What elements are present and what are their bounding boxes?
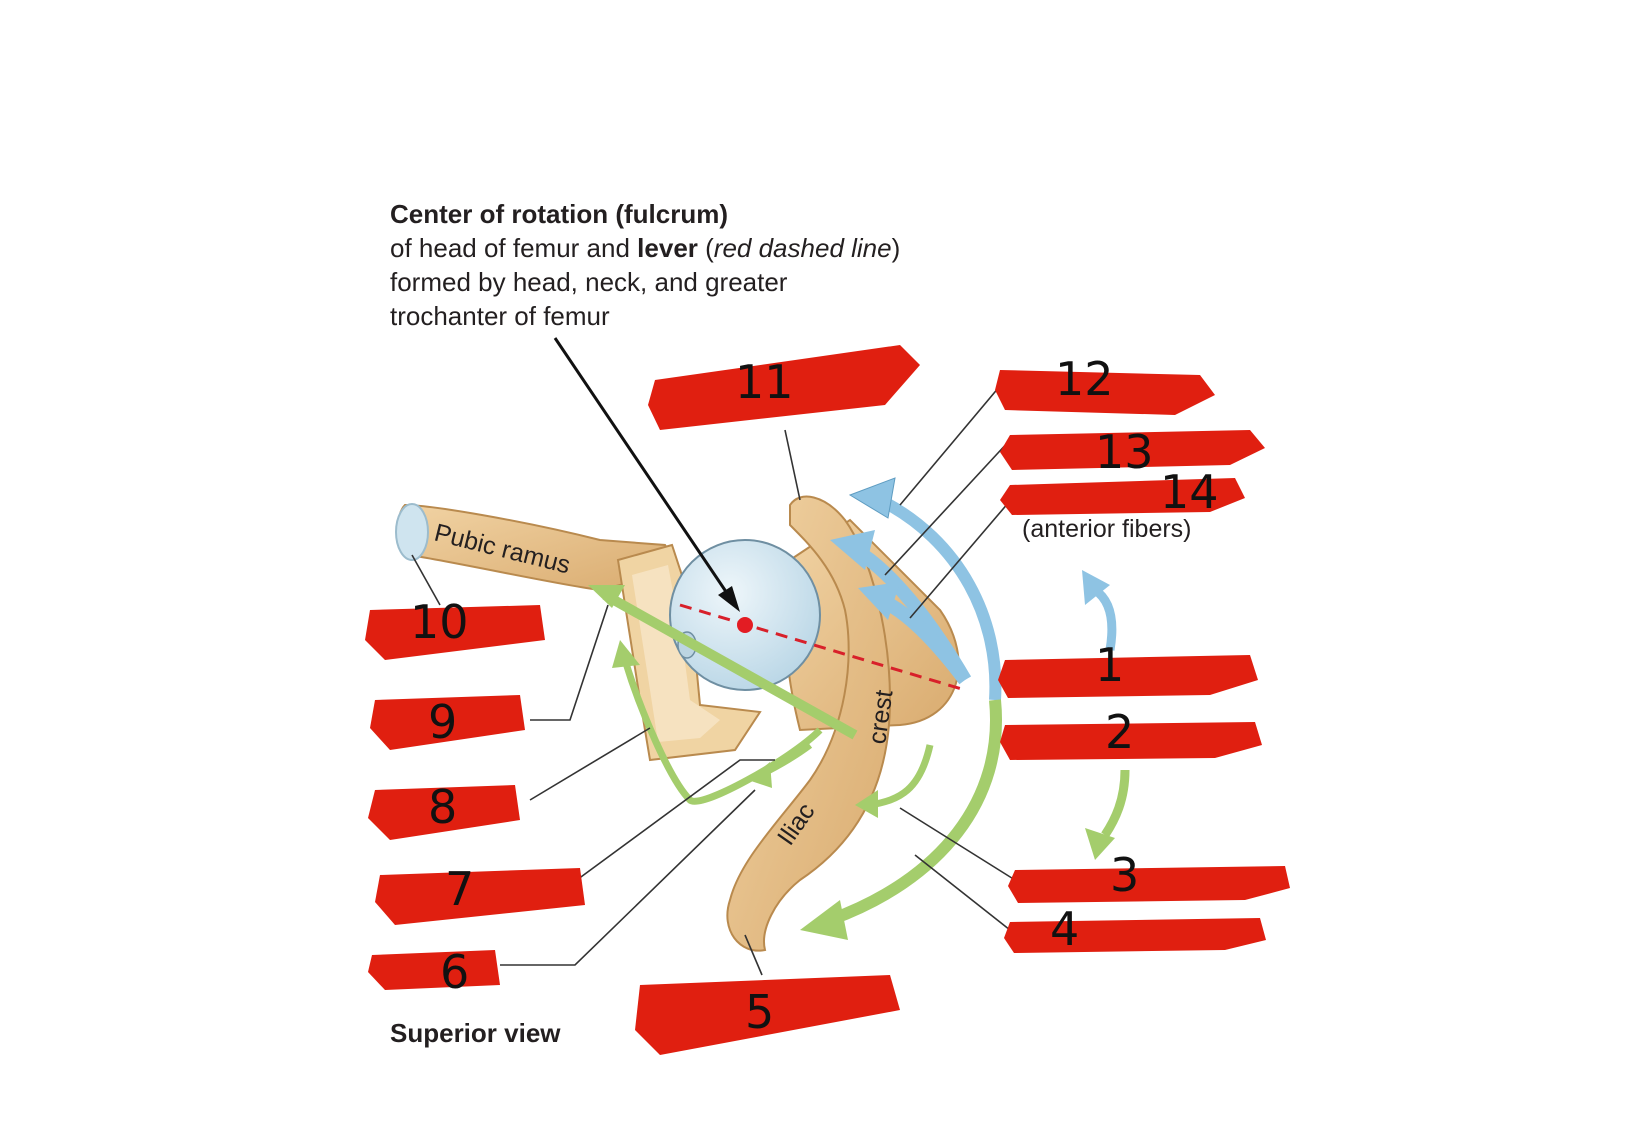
caption-line-3: formed by head, neck, and greater (390, 267, 788, 297)
blue-arrowhead-2 (830, 530, 875, 570)
leader-4 (914, 854, 1011, 931)
leader-8 (529, 727, 651, 801)
redaction-11 (648, 345, 920, 430)
number-5: 5 (745, 985, 775, 1039)
number-1: 1 (1095, 638, 1125, 692)
leader-11 (784, 429, 801, 501)
leader-10 (411, 554, 441, 606)
caption-title: Center of rotation (fulcrum) (390, 199, 728, 229)
green-arrowhead-loop (612, 640, 640, 668)
leader-3 (899, 807, 1016, 881)
caption-line-4: trochanter of femur (390, 301, 610, 331)
leader-7 (569, 759, 775, 886)
leader-6 (500, 789, 756, 966)
number-9: 9 (428, 695, 458, 749)
green-arrowhead-small-2 (855, 790, 878, 818)
number-10: 10 (410, 595, 469, 649)
green-arrow-big-arc (827, 699, 1002, 926)
anterior-fibers-label: (anterior fibers) (1022, 515, 1192, 543)
leader-lines (411, 379, 1016, 976)
superior-view-label: Superior view (390, 1018, 561, 1048)
green-arrowhead-long (588, 585, 625, 608)
redaction-9 (370, 695, 525, 750)
green-arrowhead-small-1 (748, 762, 772, 788)
green-arrowhead-side (1085, 828, 1115, 860)
fulcrum-caption: Center of rotation (fulcrum) of head of … (390, 197, 900, 333)
leader-12 (899, 379, 1006, 506)
number-13: 13 (1095, 425, 1154, 479)
number-12: 12 (1055, 352, 1114, 406)
redaction-3 (1008, 866, 1290, 903)
redaction-2 (1000, 722, 1262, 760)
redaction-12 (995, 370, 1215, 415)
redaction-scribbles (365, 345, 1290, 1055)
number-2: 2 (1105, 705, 1135, 759)
fulcrum-point (737, 617, 753, 633)
pubic-symphysis-cartilage (395, 503, 429, 561)
redaction-1 (998, 655, 1258, 698)
green-arrow-small-2 (869, 744, 934, 809)
caption-line-2-b: ( (697, 233, 714, 263)
caption-line-2: of head of femur and lever (red dashed l… (390, 231, 900, 265)
number-14: 14 (1160, 465, 1219, 519)
fulcrum-arrowhead (718, 586, 740, 612)
acetabulum-cancellous (632, 565, 720, 742)
blue-arrowhead-side (1082, 570, 1110, 605)
number-11: 11 (735, 355, 794, 409)
caption-lever-word: lever (637, 233, 698, 263)
green-curved-arrow-side (1101, 769, 1130, 838)
number-8: 8 (428, 780, 458, 834)
lever-dashed-line (679, 603, 966, 692)
green-arrow-long (602, 590, 858, 740)
blue-arrowhead-1 (848, 477, 896, 519)
leader-13 (884, 439, 1011, 576)
green-arrowhead-big-arc (800, 900, 848, 940)
number-3: 3 (1110, 848, 1140, 902)
femoral-head (669, 539, 821, 691)
redaction-14 (1000, 478, 1245, 515)
redaction-8 (368, 785, 520, 840)
blue-arrowhead-3 (858, 582, 900, 620)
blue-arc-arrow-1 (877, 494, 1002, 701)
leader-5 (744, 934, 763, 976)
fulcrum-pointer-arrow (553, 337, 737, 606)
redaction-5 (635, 975, 900, 1055)
caption-line-2-c: ) (891, 233, 901, 263)
redaction-7 (375, 868, 585, 925)
redaction-13 (1000, 430, 1265, 470)
leader-14 (909, 494, 1016, 619)
leader-9 (530, 604, 609, 721)
number-7: 7 (445, 862, 475, 916)
number-6: 6 (440, 945, 470, 999)
number-4: 4 (1050, 902, 1080, 956)
caption-red-dashed-line: red dashed line (713, 233, 892, 263)
caption-line-2-a: of head of femur and (390, 233, 638, 263)
redaction-4 (1004, 918, 1266, 953)
redaction-10 (365, 605, 545, 660)
redaction-6 (368, 950, 500, 990)
